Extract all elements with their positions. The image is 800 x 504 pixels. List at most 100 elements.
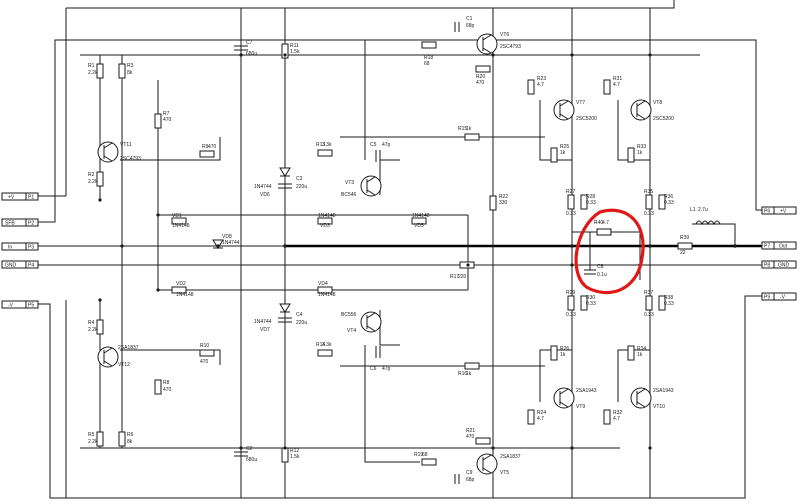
svg-text:BC546: BC546 (341, 192, 357, 198)
resistor-r38: R38 0.33 (658, 295, 674, 311)
capacitor-c1: C1 68p (454, 16, 475, 32)
svg-text:3.3k: 3.3k (322, 342, 332, 348)
svg-text:4.7: 4.7 (537, 82, 544, 88)
svg-text:0.33: 0.33 (664, 301, 674, 307)
svg-text:8k: 8k (127, 70, 133, 76)
connector-sfb: SFB P2 (1, 218, 39, 227)
connector-in-name: In (8, 245, 12, 251)
svg-text:4.7: 4.7 (613, 82, 620, 88)
svg-text:470: 470 (466, 434, 475, 440)
resistor-r2: R2 2.2k (88, 171, 104, 187)
svg-text:1N4744: 1N4744 (254, 319, 272, 325)
transistor-vt6: VT6 2SC4793 (476, 32, 521, 55)
resistor-r24: R24 4.7 (527, 409, 546, 425)
svg-text:2SC5200: 2SC5200 (576, 116, 597, 122)
capacitor-c5: C5 47p (370, 142, 391, 162)
svg-text:1k: 1k (637, 352, 643, 358)
svg-text:R37: R37 (644, 290, 653, 296)
svg-text:680u: 680u (246, 51, 257, 57)
svg-text:8k: 8k (127, 439, 133, 445)
svg-text:R29: R29 (566, 290, 575, 296)
resistor-r13: R13 3.3k (316, 142, 333, 157)
diode-vd4: VD4 1N4148 (317, 281, 336, 298)
resistor-r4: R4 2.2k (88, 319, 104, 335)
svg-text:0.33: 0.33 (644, 211, 654, 217)
resistor-r7: R7 470 (154, 111, 172, 129)
svg-text:0.1u: 0.1u (597, 272, 607, 278)
svg-text:R20: R20 (476, 74, 485, 80)
svg-text:R28: R28 (586, 194, 595, 200)
svg-text:0.33: 0.33 (586, 200, 596, 206)
svg-text:R23: R23 (537, 76, 546, 82)
resistor-r1: R1 2.2k (88, 63, 104, 79)
svg-text:1.5k: 1.5k (290, 454, 300, 460)
svg-text:VD1: VD1 (172, 213, 182, 219)
svg-text:4.7: 4.7 (537, 416, 544, 422)
svg-text:R35: R35 (644, 189, 653, 195)
resistor-r5: R5 2.2k (88, 431, 104, 447)
svg-text:1N4148: 1N4148 (318, 292, 336, 298)
resistor-r34: R34 1k (627, 345, 646, 361)
connector-rvee-name: -V (780, 295, 786, 301)
diode-vd2: VD2 1N4148 (171, 281, 194, 298)
svg-text:68p: 68p (466, 477, 475, 483)
svg-text:0.33: 0.33 (566, 211, 576, 217)
svg-text:VD5: VD5 (414, 223, 424, 229)
transistor-vt7: VT7 2SC5200 (553, 99, 597, 122)
svg-text:R26: R26 (560, 346, 569, 352)
svg-text:68: 68 (424, 61, 430, 67)
svg-text:1N4148: 1N4148 (412, 213, 430, 219)
svg-text:R8: R8 (163, 380, 170, 386)
main-rails (38, 244, 762, 266)
resistor-r30: R30 0.33 (580, 295, 596, 311)
svg-text:R9: R9 (202, 144, 209, 150)
resistor-r23: R23 4.7 (527, 76, 546, 95)
svg-text:2SA1943: 2SA1943 (653, 388, 674, 394)
svg-text:R32: R32 (613, 410, 622, 416)
svg-text:2.2k: 2.2k (88, 439, 98, 445)
highlight-circle (574, 208, 645, 295)
svg-text:330: 330 (499, 200, 508, 206)
connector-rgnd-pin: P8 (764, 263, 770, 269)
capacitor-c6: C6 47p (370, 346, 391, 372)
connector-vcc: +V P1 (1, 192, 39, 201)
svg-text:1N4744: 1N4744 (254, 184, 272, 190)
svg-text:47p: 47p (382, 142, 391, 148)
resistor-r33: R33 1k (627, 144, 646, 163)
svg-text:2SA1943: 2SA1943 (576, 388, 597, 394)
connector-in: In P3 (1, 242, 39, 251)
svg-text:VT9: VT9 (576, 404, 585, 410)
svg-text:VD3: VD3 (320, 223, 330, 229)
svg-text:VD8: VD8 (222, 234, 232, 240)
svg-text:1k: 1k (466, 126, 472, 132)
svg-text:R36: R36 (664, 194, 673, 200)
svg-text:R38: R38 (664, 295, 673, 301)
resistor-r36: R36 0.33 (658, 194, 674, 210)
svg-text:R15: R15 (458, 126, 467, 132)
svg-text:R10: R10 (200, 343, 209, 349)
connector-vee-pin: P5 (28, 303, 34, 309)
svg-text:R17: R17 (450, 274, 459, 280)
resistor-r28: R28 0.33 (580, 194, 596, 210)
svg-text:R39: R39 (680, 235, 689, 241)
svg-text:R3: R3 (127, 63, 134, 69)
diode-vd3: 1N4148 VD3 (317, 213, 336, 229)
svg-text:R5: R5 (88, 432, 95, 438)
connector-vee-name: -V (8, 303, 14, 309)
svg-text:2SC4793: 2SC4793 (500, 44, 521, 50)
connector-vee: -V P5 (1, 300, 39, 309)
svg-text:R18: R18 (424, 55, 433, 61)
resistor-r11: R11 1.5k (281, 43, 300, 59)
svg-text:R21: R21 (466, 428, 475, 434)
svg-text:470: 470 (476, 80, 485, 86)
svg-text:R12: R12 (290, 448, 299, 454)
svg-text:C4: C4 (296, 312, 303, 318)
svg-text:4.7: 4.7 (613, 416, 620, 422)
svg-text:470: 470 (208, 144, 217, 150)
svg-text:47p: 47p (382, 366, 391, 372)
connector-rgnd: P8 GND (761, 260, 797, 269)
svg-text:VT11: VT11 (120, 142, 132, 148)
resistor-r35: R35 0.33 (644, 189, 654, 217)
svg-text:R31: R31 (613, 76, 622, 82)
svg-text:C7: C7 (246, 40, 253, 46)
